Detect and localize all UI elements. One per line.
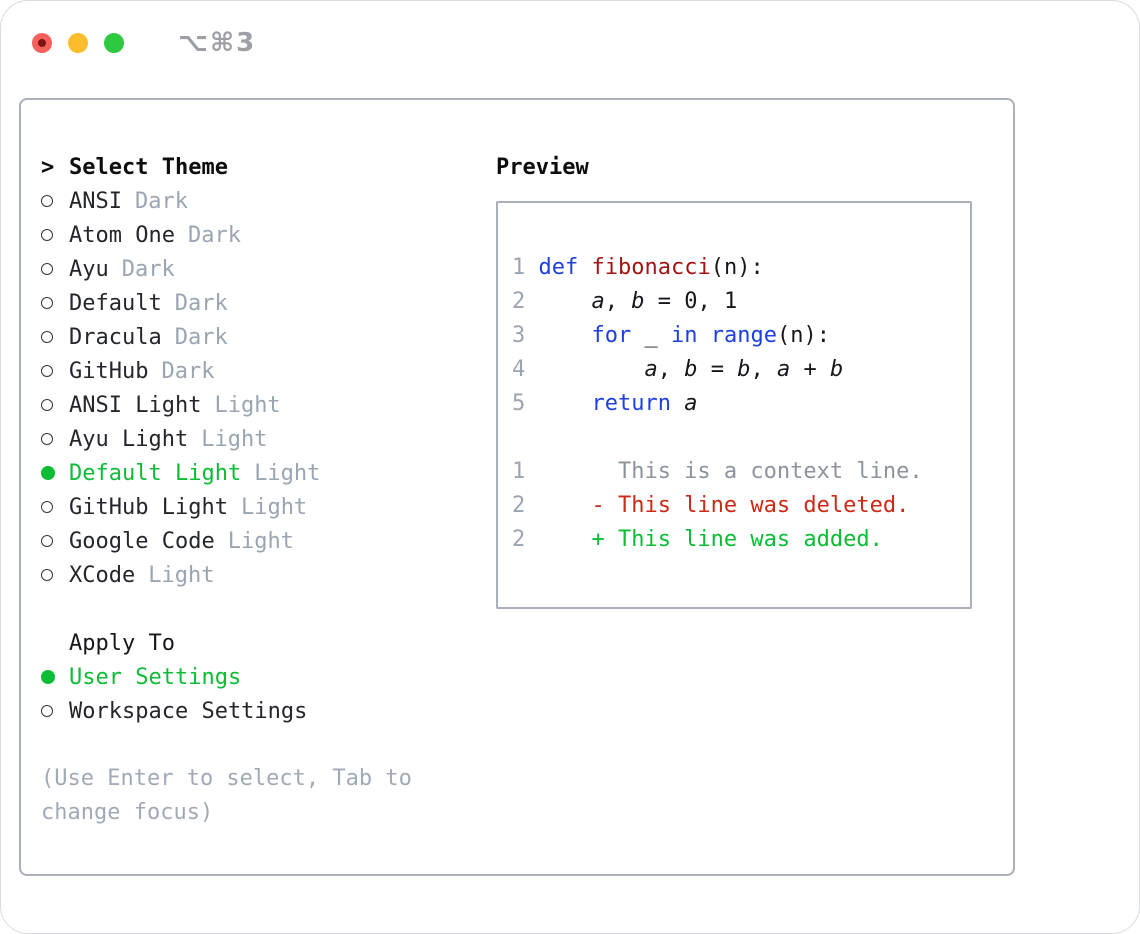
minimize-button[interactable] bbox=[68, 33, 88, 53]
close-button[interactable] bbox=[32, 33, 52, 53]
radio-unselected-icon bbox=[41, 433, 53, 445]
theme-tag: Dark bbox=[174, 324, 228, 350]
apply-to-header: Apply To bbox=[69, 630, 175, 656]
prompt-icon: > bbox=[41, 154, 55, 180]
diff-added-line: 2 + This line was added. bbox=[512, 527, 883, 552]
apply-option-user-settings[interactable]: User Settings bbox=[41, 660, 481, 694]
theme-tag: Dark bbox=[174, 290, 228, 316]
theme-list: > Select Theme ANSI Dark Atom One Dark A… bbox=[41, 150, 481, 874]
theme-tag: Dark bbox=[187, 222, 241, 248]
code-line-5: 5 return a bbox=[512, 391, 698, 416]
radio-selected-icon bbox=[41, 466, 55, 480]
radio-unselected-icon bbox=[41, 229, 53, 241]
theme-item-github-light[interactable]: GitHub Light Light bbox=[41, 490, 481, 524]
select-theme-title: Select Theme bbox=[69, 154, 228, 180]
select-theme-header: > Select Theme bbox=[41, 150, 481, 184]
radio-unselected-icon bbox=[41, 569, 53, 581]
theme-item-atom-one-dark[interactable]: Atom One Dark bbox=[41, 218, 481, 252]
radio-unselected-icon bbox=[41, 195, 53, 207]
radio-unselected-icon bbox=[41, 297, 53, 309]
radio-unselected-icon bbox=[41, 705, 53, 717]
radio-unselected-icon bbox=[41, 501, 53, 513]
theme-tag: Dark bbox=[161, 358, 215, 384]
radio-unselected-icon bbox=[41, 263, 53, 275]
code-line-3: 3 for _ in range(n): bbox=[512, 323, 830, 348]
diff-context-line: 1 This is a context line. bbox=[512, 459, 923, 484]
apply-to-section: Apply To User Settings Workspace Setting… bbox=[41, 626, 481, 728]
theme-tag: Light bbox=[254, 460, 321, 486]
code-line-2: 2 a, b = 0, 1 bbox=[512, 289, 738, 314]
theme-tag: Light bbox=[227, 528, 294, 554]
theme-picker-panel: > Select Theme ANSI Dark Atom One Dark A… bbox=[19, 98, 1015, 876]
theme-item-ansi-light[interactable]: ANSI Light Light bbox=[41, 388, 481, 422]
diff-preview: 1 This is a context line. 2 - This line … bbox=[512, 455, 970, 557]
theme-tag: Dark bbox=[134, 188, 188, 214]
diff-deleted-line: 2 - This line was deleted. bbox=[512, 493, 910, 518]
preview-title: Preview bbox=[496, 154, 589, 180]
theme-item-ayu-dark[interactable]: Ayu Dark bbox=[41, 252, 481, 286]
code-line-4: 4 a, b = b, a + b bbox=[512, 357, 844, 382]
zoom-button[interactable] bbox=[104, 33, 124, 53]
theme-item-github-dark[interactable]: GitHub Dark bbox=[41, 354, 481, 388]
radio-unselected-icon bbox=[41, 365, 53, 377]
radio-selected-icon bbox=[41, 670, 55, 684]
theme-item-ansi-dark[interactable]: ANSI Dark bbox=[41, 184, 481, 218]
radio-unselected-icon bbox=[41, 399, 53, 411]
theme-item-default-dark[interactable]: Default Dark bbox=[41, 286, 481, 320]
theme-tag: Light bbox=[148, 562, 215, 588]
keyboard-hint: (Use Enter to select, Tab to change focu… bbox=[41, 766, 412, 825]
window-shortcut-label: ⌥⌘3 bbox=[178, 28, 257, 58]
radio-unselected-icon bbox=[41, 331, 53, 343]
radio-unselected-icon bbox=[41, 535, 53, 547]
theme-item-xcode-light[interactable]: XCode Light bbox=[41, 558, 481, 592]
theme-tag: Light bbox=[214, 392, 281, 418]
theme-tag: Light bbox=[201, 426, 268, 452]
theme-item-google-code-light[interactable]: Google Code Light bbox=[41, 524, 481, 558]
theme-tag: Light bbox=[240, 494, 308, 520]
theme-tag: Dark bbox=[121, 256, 175, 282]
theme-item-default-light[interactable]: Default Light Light bbox=[41, 456, 481, 490]
apply-option-workspace-settings[interactable]: Workspace Settings bbox=[41, 694, 481, 728]
theme-item-ayu-light[interactable]: Ayu Light Light bbox=[41, 422, 481, 456]
unsaved-dot-icon bbox=[38, 39, 46, 47]
theme-item-dracula-dark[interactable]: Dracula Dark bbox=[41, 320, 481, 354]
titlebar: ⌥⌘3 bbox=[1, 1, 1139, 98]
